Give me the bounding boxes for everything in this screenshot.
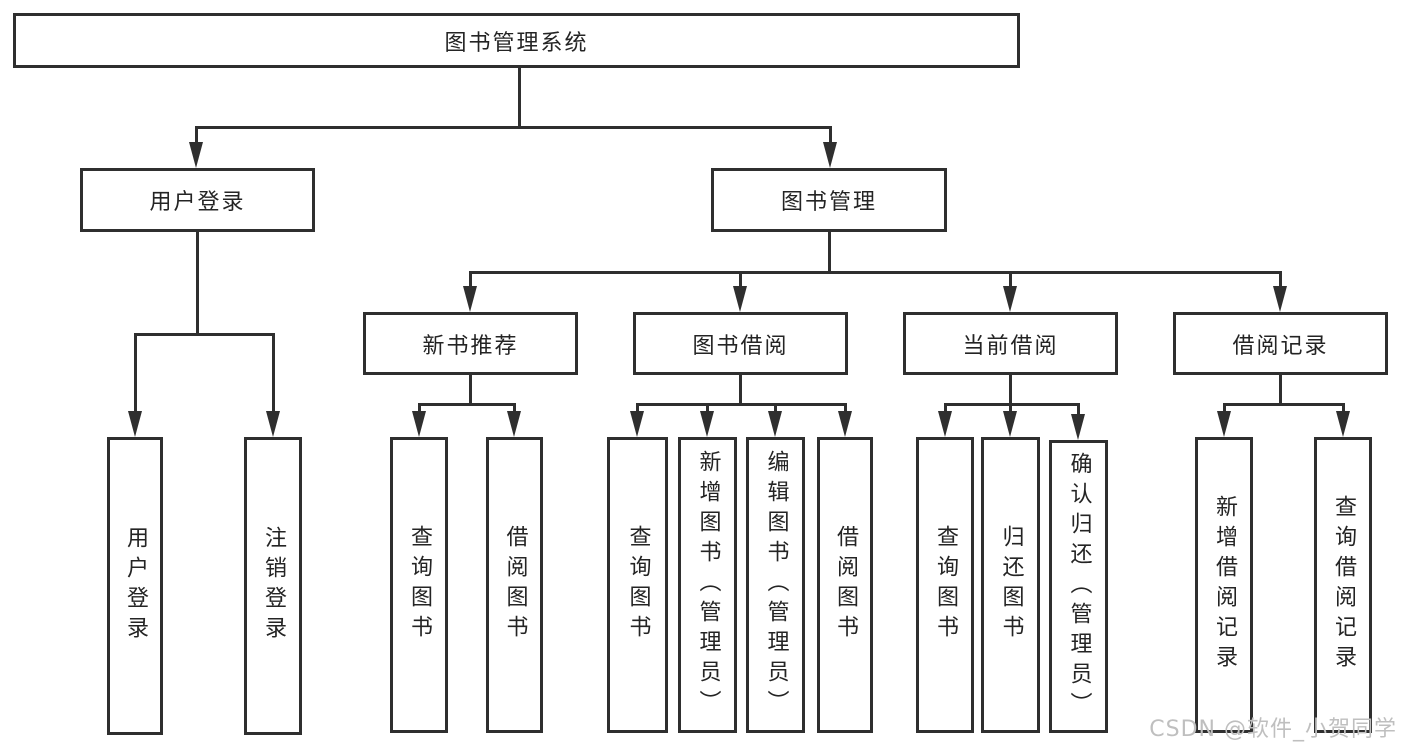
node-new-book-recommend: 新书推荐 <box>363 312 578 375</box>
node-borrow-records: 借阅记录 <box>1173 312 1388 375</box>
leaf-user-login: 用户登录 <box>107 437 163 735</box>
node-book-borrow: 图书借阅 <box>633 312 848 375</box>
connector-segment <box>636 403 846 406</box>
connector-segment <box>1223 403 1226 417</box>
leaf-logout: 注销登录 <box>244 437 302 735</box>
connector-segment <box>134 333 137 415</box>
arrowhead-down <box>507 411 521 437</box>
leaf-borrow-books-recommend: 借阅图书 <box>486 437 543 733</box>
connector-segment <box>469 375 472 406</box>
arrowhead-down <box>1003 411 1017 437</box>
connector-segment <box>739 375 742 406</box>
connector-segment <box>513 403 516 417</box>
connector-segment <box>418 403 421 417</box>
leaf-borrow-books: 借阅图书 <box>817 437 873 733</box>
connector-segment <box>1009 375 1012 406</box>
node-current-borrow: 当前借阅 <box>903 312 1118 375</box>
csdn-watermark: CSDN @软件_小贺同学 <box>1149 717 1397 742</box>
arrowhead-down <box>768 411 782 437</box>
connector-segment <box>829 126 832 148</box>
connector-segment <box>272 333 275 415</box>
connector-segment <box>774 403 777 417</box>
connector-segment <box>1009 403 1012 417</box>
connector-segment <box>134 333 275 336</box>
leaf-query-books-recommend: 查询图书 <box>390 437 448 733</box>
arrowhead-down <box>128 411 142 437</box>
leaf-query-borrow-record: 查询借阅记录 <box>1314 437 1372 733</box>
connector-segment <box>1342 403 1345 417</box>
arrowhead-down <box>1336 411 1350 437</box>
connector-segment <box>739 271 742 289</box>
arrowhead-down <box>838 411 852 437</box>
leaf-edit-books-admin: 编辑图书（管理员） <box>746 437 805 733</box>
arrowhead-down <box>266 411 280 437</box>
connector-segment <box>1279 271 1282 289</box>
arrowhead-down <box>412 411 426 437</box>
connector-segment <box>1077 403 1080 417</box>
connector-segment <box>1279 375 1282 406</box>
arrowhead-down <box>1217 411 1231 437</box>
connector-segment <box>195 126 832 129</box>
connector-segment <box>469 271 1281 274</box>
arrowhead-down <box>938 411 952 437</box>
arrowhead-down <box>189 142 203 168</box>
leaf-add-borrow-record: 新增借阅记录 <box>1195 437 1253 733</box>
leaf-query-books-borrow: 查询图书 <box>607 437 668 733</box>
connector-segment <box>706 403 709 417</box>
connector-segment <box>844 403 847 417</box>
arrowhead-down <box>1071 414 1085 440</box>
connector-segment <box>195 126 198 148</box>
arrowhead-down <box>823 142 837 168</box>
connector-segment <box>196 232 199 335</box>
connector-segment <box>944 403 947 417</box>
connector-segment <box>636 403 639 417</box>
connector-segment <box>828 232 831 274</box>
arrowhead-down <box>700 411 714 437</box>
connector-segment <box>418 403 516 406</box>
arrowhead-down <box>1273 286 1287 312</box>
leaf-add-books-admin: 新增图书（管理员） <box>678 437 737 733</box>
arrowhead-down <box>1003 286 1017 312</box>
connector-segment <box>1223 403 1344 406</box>
arrowhead-down <box>630 411 644 437</box>
leaf-return-books: 归还图书 <box>981 437 1040 733</box>
connector-segment <box>1009 271 1012 289</box>
connector-segment <box>469 271 472 289</box>
node-book-management: 图书管理 <box>711 168 947 232</box>
arrowhead-down <box>463 286 477 312</box>
connector-segment <box>518 68 521 129</box>
node-root: 图书管理系统 <box>13 13 1020 68</box>
leaf-confirm-return-admin: 确认归还（管理员） <box>1049 440 1108 733</box>
leaf-query-books-current: 查询图书 <box>916 437 974 733</box>
node-user-login: 用户登录 <box>80 168 315 232</box>
arrowhead-down <box>733 286 747 312</box>
